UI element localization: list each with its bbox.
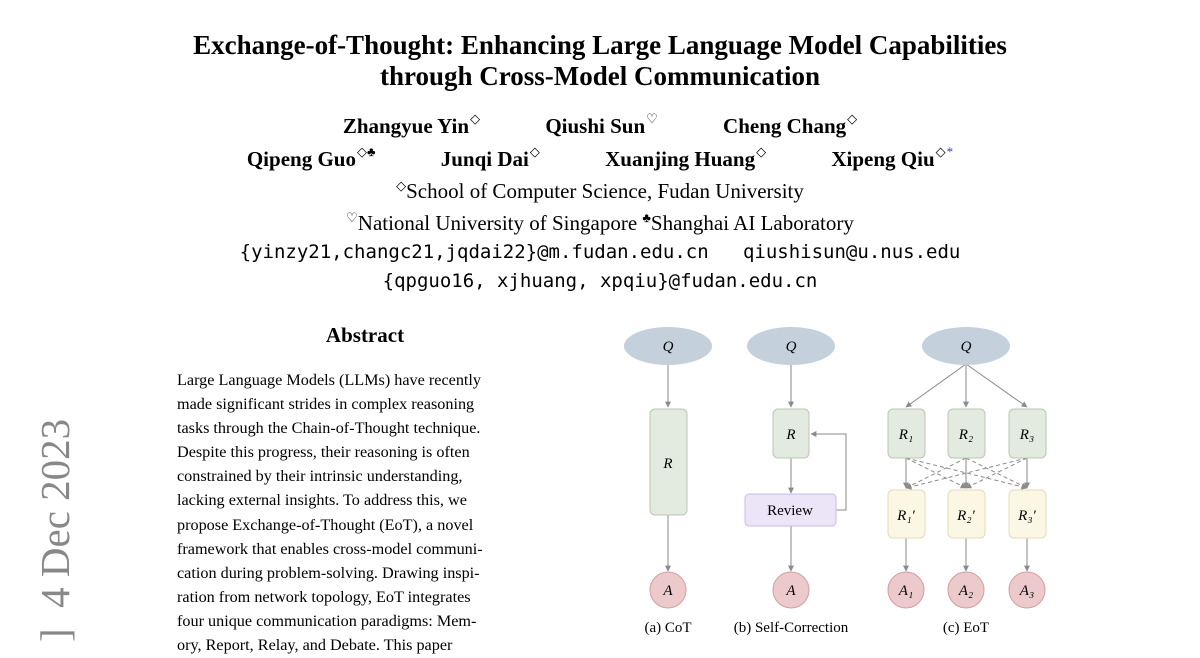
affiliation-line-2: ♡National University of Singapore ♣Shang… <box>346 210 854 235</box>
sc-answer-node <box>772 571 810 609</box>
author: Zhangyue Yin◇ <box>342 111 481 138</box>
eot-reasoning-node <box>947 408 986 459</box>
eot-answer-node <box>1008 571 1046 609</box>
title-line-2: through Cross-Model Communication <box>379 61 821 91</box>
abstract-line: lacking external insights. To address th… <box>177 491 467 510</box>
abstract-line: propose Exchange-of-Thought (EoT), a nov… <box>177 515 474 534</box>
self-correction-diagram: Q R Review A (b) Self-Correction <box>734 327 849 636</box>
abstract-line: tasks through the Chain-of-Thought techn… <box>177 419 481 438</box>
author: Xuanjing Huang◇ <box>605 144 767 171</box>
edge-arrow <box>905 363 967 408</box>
review-label: Review <box>767 503 813 519</box>
author: Qiushi Sun♡ <box>545 111 658 138</box>
sc-q-label: Q <box>786 339 797 355</box>
abstract-line: ory, Report, Relay, and Debate. This pap… <box>177 636 453 655</box>
edge-arrow <box>965 363 1028 408</box>
eot-reasoning-node <box>887 408 926 459</box>
exchange-edges <box>905 457 1028 490</box>
author-row-2: Qipeng Guo◇♣ Junqi Dai◇ Xuanjing Huang◇ … <box>0 144 1200 172</box>
cot-diagram: Q R A (a) CoT <box>624 327 712 636</box>
abstract-line: cation during problem-solving. Drawing i… <box>177 563 480 582</box>
eot-r-label: R₁ <box>898 427 913 443</box>
eot-a-label: A₃ <box>1019 583 1034 599</box>
author: Qipeng Guo◇♣ <box>246 144 376 171</box>
abstract-line: framework that enables cross-model commu… <box>177 539 483 558</box>
sc-question-node <box>747 327 835 365</box>
sc-r-label: R <box>785 427 795 443</box>
eot-q-label: Q <box>961 339 972 355</box>
cot-r-label: R <box>662 456 672 472</box>
sc-reasoning-node <box>772 408 810 459</box>
abstract-line: Despite this progress, their reasoning i… <box>177 443 470 462</box>
communication-figure: Q R A (a) CoT Q R Review A (b) Self-Corr… <box>624 327 1047 636</box>
emails-line-2: {qpguo16, xjhuang, xpqiu}@fudan.edu.cn <box>382 270 818 292</box>
eot-reasoning-node <box>1008 408 1047 459</box>
cot-reasoning-node <box>649 408 688 516</box>
cot-caption: (a) CoT <box>644 620 691 636</box>
abstract-line: constrained by their intrinsic understan… <box>177 467 463 486</box>
abstract-line: ration from network topology, EoT integr… <box>177 587 471 606</box>
corresponding-star: * <box>946 144 954 159</box>
affiliation-nus: National University of Singapore <box>357 211 638 235</box>
feedback-arrow <box>810 431 847 511</box>
eot-rp-label: R₃′ <box>1017 508 1036 524</box>
eot-answer-node <box>947 571 985 609</box>
affiliation-shai: Shanghai AI Laboratory <box>650 211 854 235</box>
eot-refined-node <box>1008 489 1047 539</box>
abstract-line: four unique communication paradigms: Mem… <box>177 611 477 630</box>
author: Xipeng Qiu◇* <box>831 144 954 171</box>
abstract-line: Large Language Models (LLMs) have recent… <box>177 371 481 389</box>
cot-q-label: Q <box>663 339 674 355</box>
abstract-line: made significant strides in complex reas… <box>177 395 475 414</box>
eot-a-label: A₂ <box>958 583 973 599</box>
eot-a-label: A₁ <box>898 583 913 599</box>
eot-refined-node <box>947 489 986 539</box>
cot-a-label: A <box>662 583 673 599</box>
review-node <box>744 493 837 527</box>
eot-r-label: R₂ <box>958 427 973 443</box>
eot-diagram: Q R₁ R₂ R₃ R₁′ R₂′ R₃′ A₁ A₂ A₃ (c) EoT <box>887 327 1047 636</box>
author: Cheng Chang◇ <box>723 111 858 138</box>
eot-question-node <box>922 327 1010 365</box>
author-row-1: Zhangyue Yin◇ Qiushi Sun♡ Cheng Chang◇ <box>0 111 1200 139</box>
eot-caption: (c) EoT <box>943 620 989 636</box>
eot-rp-label: R₁′ <box>896 508 915 524</box>
eot-answer-node <box>887 571 925 609</box>
cot-answer-node <box>649 571 687 609</box>
title-line-1: Exchange-of-Thought: Enhancing Large Lan… <box>193 30 1007 60</box>
author: Junqi Dai◇ <box>440 144 540 171</box>
emails-line-1: {yinzy21,changc21,jqdai22}@m.fudan.edu.c… <box>239 241 961 263</box>
eot-refined-node <box>887 489 926 539</box>
abstract-heading: Abstract <box>325 323 405 347</box>
eot-rp-label: R₂′ <box>956 508 975 524</box>
sc-a-label: A <box>785 583 796 599</box>
eot-r-label: R₃ <box>1019 427 1034 443</box>
abstract-body: Large Language Models (LLMs) have recent… <box>177 368 551 657</box>
affiliation-fudan: ◇School of Computer Science, Fudan Unive… <box>396 178 804 203</box>
paper-title: Exchange-of-Thought: Enhancing Large Lan… <box>0 30 1200 92</box>
arxiv-stamp: ] 4 Dec 2023 <box>32 418 78 642</box>
cot-question-node <box>624 327 712 365</box>
sc-caption: (b) Self-Correction <box>734 620 849 636</box>
